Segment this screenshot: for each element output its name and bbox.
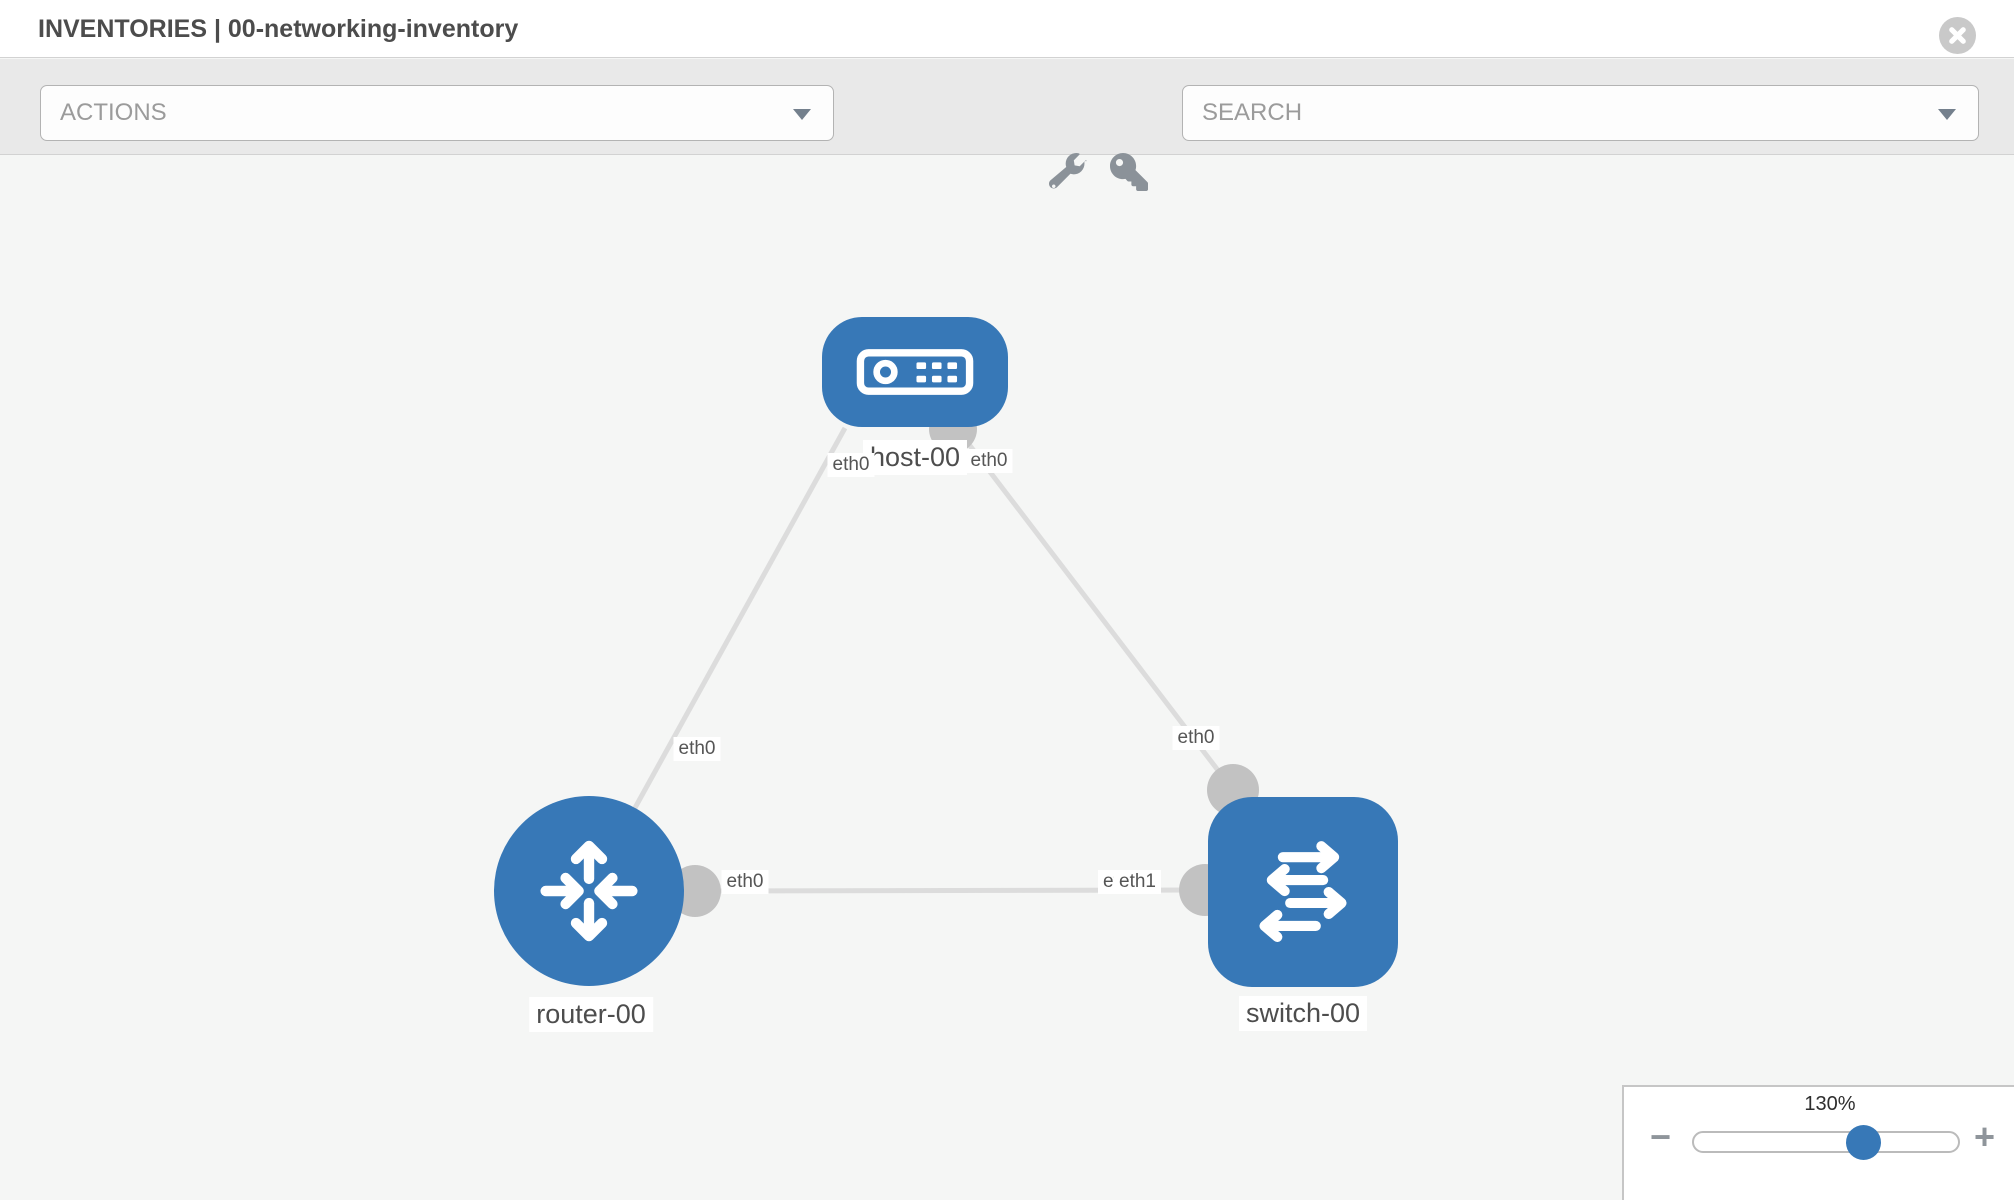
port-label-switch-left-over: eth1	[1114, 870, 1161, 894]
header: INVENTORIES | 00-networking-inventory	[0, 0, 2014, 58]
node-router-00[interactable]	[494, 796, 684, 986]
port-label-host-left: eth0	[827, 453, 875, 477]
search-dropdown-label: SEARCH	[1202, 99, 1303, 126]
node-host-00[interactable]	[822, 317, 1008, 427]
wrench-icon[interactable]	[1049, 153, 1087, 191]
switch-icon	[1259, 841, 1347, 942]
port-label-router-right: eth0	[721, 870, 769, 894]
chevron-down-icon	[793, 109, 811, 120]
node-label-router: router-00	[529, 997, 653, 1032]
port-label-host-right: eth0	[965, 449, 1013, 473]
search-dropdown[interactable]: SEARCH	[1182, 85, 1979, 141]
node-label-host: host-00	[862, 440, 968, 475]
zoom-level-text: 130%	[1804, 1093, 1856, 1115]
host-icon	[856, 349, 974, 395]
port-label-router-host-link: eth0	[673, 737, 721, 761]
key-icon[interactable]	[1110, 153, 1148, 191]
toolbar: ACTIONS SEARCH	[0, 59, 2014, 191]
zoom-slider-track[interactable]	[1692, 1131, 1960, 1153]
actions-dropdown[interactable]: ACTIONS	[40, 85, 834, 141]
zoom-slider-knob[interactable]	[1846, 1125, 1881, 1160]
node-switch-00[interactable]	[1208, 797, 1398, 987]
chevron-down-icon	[1938, 109, 1956, 120]
router-icon	[540, 840, 638, 942]
zoom-control-panel: 130% − +	[1622, 1085, 2014, 1200]
page-title: INVENTORIES | 00-networking-inventory	[38, 15, 519, 43]
actions-dropdown-label: ACTIONS	[60, 99, 167, 126]
node-label-switch: switch-00	[1238, 996, 1368, 1031]
port-label-host-switch-link: eth0	[1172, 726, 1220, 750]
close-button[interactable]	[1939, 17, 1976, 54]
close-icon	[1949, 27, 1966, 44]
zoom-out-button[interactable]: −	[1650, 1116, 1672, 1157]
zoom-in-button[interactable]: +	[1974, 1116, 1996, 1157]
